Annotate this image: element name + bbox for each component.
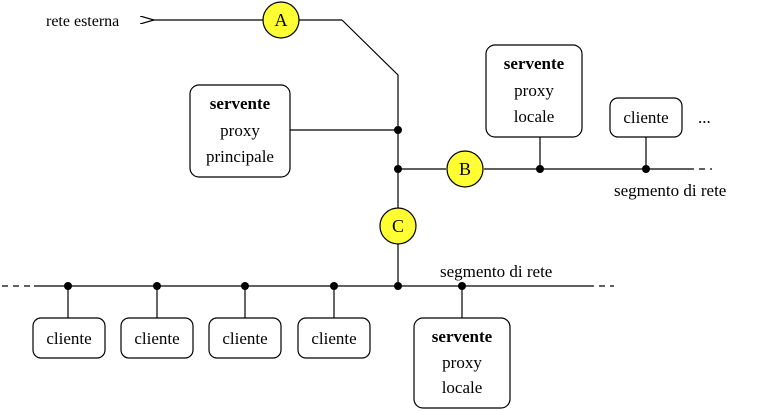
client-label: cliente — [46, 329, 91, 348]
top-client: cliente — [609, 97, 683, 138]
router-c: C — [379, 207, 417, 245]
main-proxy-server: servente proxy principale — [189, 84, 291, 178]
junction-node — [642, 165, 650, 173]
junction-node — [394, 126, 402, 134]
server-line: locale — [442, 378, 483, 397]
client-label: cliente — [134, 329, 179, 348]
junction-node — [241, 282, 249, 290]
server-title: servente — [504, 54, 565, 73]
bottom-client: cliente — [120, 317, 194, 359]
bottom-client: cliente — [32, 317, 106, 359]
server-line: proxy — [220, 121, 260, 140]
top-local-proxy-server: servente proxy locale — [485, 44, 583, 138]
bottom-client: cliente — [297, 317, 371, 359]
backbone-upper-line — [341, 19, 399, 130]
bottom-segment-label: segmento di rete — [440, 262, 552, 281]
router-a: A — [262, 1, 300, 39]
server-line: locale — [514, 107, 555, 126]
bottom-client: cliente — [208, 317, 282, 359]
router-a-label: A — [275, 10, 288, 30]
junction-node — [536, 165, 544, 173]
junction-node — [64, 282, 72, 290]
router-c-label: C — [392, 216, 404, 236]
client-label: cliente — [311, 329, 356, 348]
server-line: principale — [206, 147, 274, 166]
junction-node — [394, 165, 402, 173]
router-b: B — [446, 150, 484, 188]
server-title: servente — [432, 327, 493, 346]
client-label: cliente — [623, 108, 668, 127]
junction-node — [394, 282, 402, 290]
external-network-label: rete esterna — [46, 13, 119, 30]
more-clients-ellipsis: ... — [698, 108, 711, 127]
bottom-local-proxy-server: servente proxy locale — [413, 317, 511, 409]
junction-node — [153, 282, 161, 290]
junction-node — [458, 282, 466, 290]
client-label: cliente — [222, 329, 267, 348]
server-title: servente — [210, 94, 271, 113]
top-segment-label: segmento di rete — [614, 181, 726, 200]
junction-node — [330, 282, 338, 290]
server-line: proxy — [514, 81, 554, 100]
server-line: proxy — [442, 353, 482, 372]
router-b-label: B — [459, 159, 471, 179]
